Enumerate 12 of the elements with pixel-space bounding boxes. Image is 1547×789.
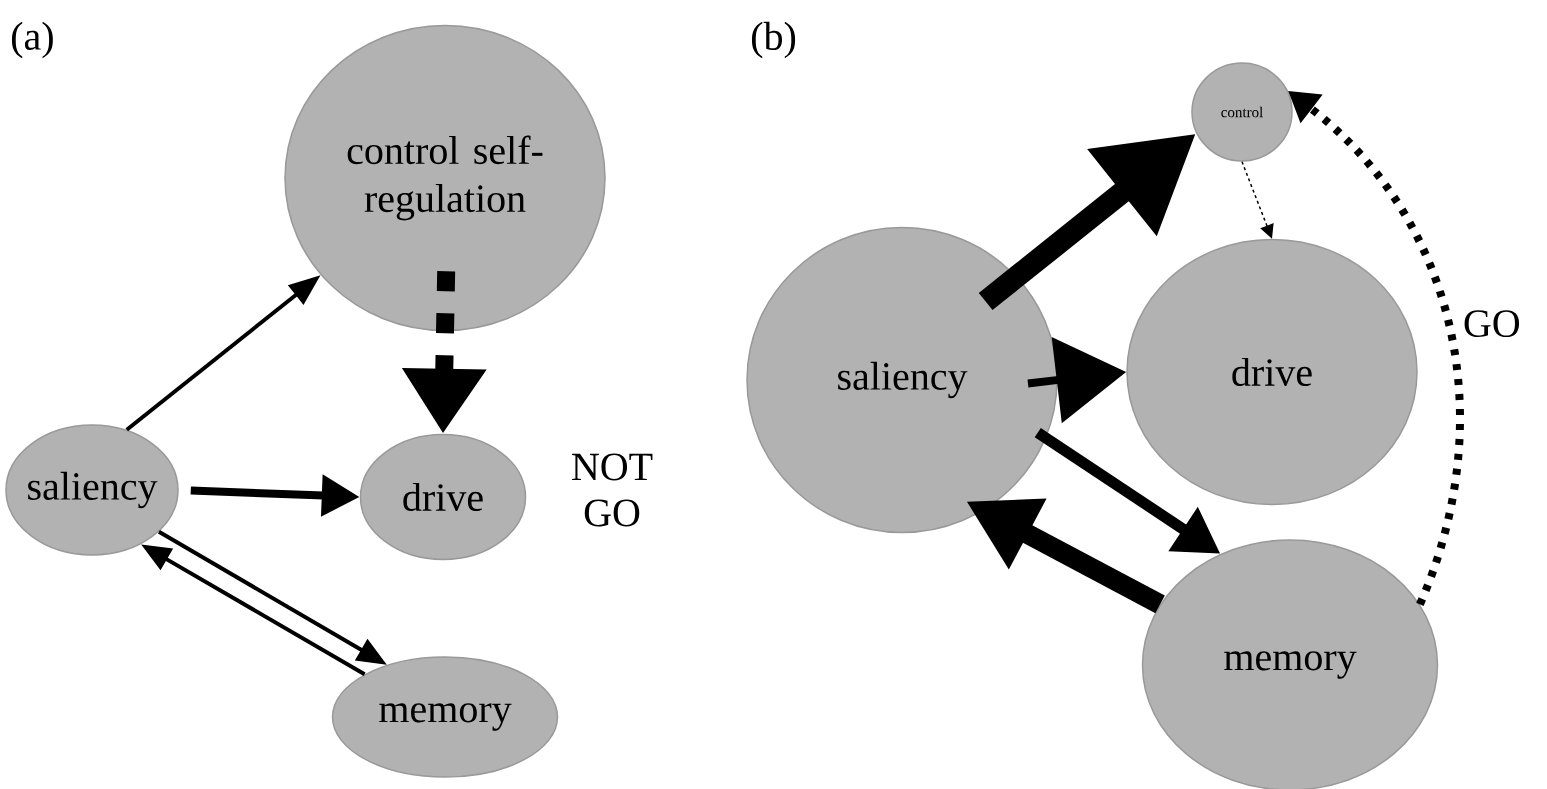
panel-label: (b) [751, 21, 796, 59]
ellipse-node: saliency [746, 226, 1058, 534]
ellipse-node: memory [1141, 539, 1439, 789]
ellipse-node: saliency [5, 424, 179, 556]
annotation: NOT GO [572, 453, 653, 527]
ellipse-node: drive [1126, 238, 1418, 506]
panel-label: (a) [11, 21, 53, 59]
ellipse-node: memory [331, 656, 559, 778]
edge-label: GO [1464, 310, 1520, 338]
ellipse-node: control self-regulation [284, 24, 606, 332]
ellipse-node: drive [359, 433, 527, 561]
ellipse-node: control [1191, 62, 1293, 162]
